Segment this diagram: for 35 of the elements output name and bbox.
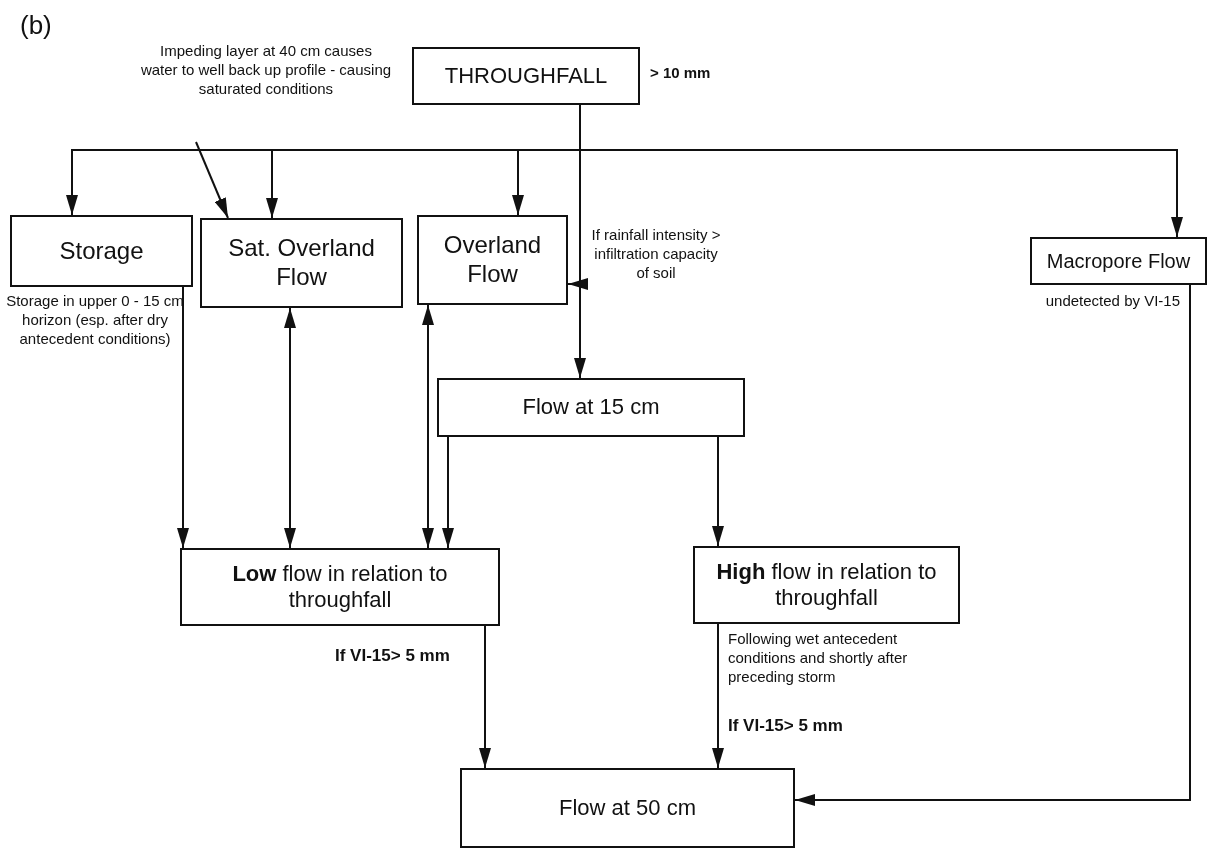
- process-box: [460, 768, 795, 848]
- process-box: [200, 218, 403, 308]
- annotation-text: undetected by VI-15: [1044, 292, 1180, 311]
- arrow: [794, 284, 1191, 806]
- arrow: [284, 307, 296, 549]
- process-box: [180, 548, 500, 626]
- annotation-text: If rainfall intensity > infiltration capacity of soil: [590, 226, 722, 283]
- box-label: Flow at 50 cm: [559, 794, 696, 822]
- process-box: [412, 47, 640, 105]
- process-box: [417, 215, 568, 305]
- leader-line: [195, 141, 229, 219]
- arrow: [712, 436, 724, 547]
- annotation-text: Impeding layer at 40 cm causes water to well back up profile - causing saturated conditions: [140, 42, 392, 99]
- box-label: High flow in relation to throughfall: [715, 558, 938, 612]
- panel-label: (b): [20, 10, 52, 41]
- arrow: [442, 436, 454, 549]
- box-label: THROUGHFALL: [444, 62, 608, 90]
- arrow: [422, 304, 434, 549]
- box-label: Macropore Flow: [1046, 249, 1191, 273]
- process-box: [10, 215, 193, 287]
- box-label: Low flow in relation to throughfall: [231, 560, 449, 614]
- annotation-text: Following wet antecedent conditions and shortly after preceding storm: [728, 630, 909, 687]
- box-label: Overland Flow: [442, 231, 543, 289]
- box-label: Storage: [59, 236, 144, 266]
- box-label: Flow at 15 cm: [522, 394, 660, 421]
- process-box: [1030, 237, 1207, 285]
- box-label: Sat. Overland Flow: [227, 234, 376, 292]
- process-box: [693, 546, 960, 624]
- arrow: [177, 286, 189, 549]
- arrow: [479, 625, 491, 769]
- annotation-text: > 10 mm: [650, 64, 712, 83]
- arrow: [574, 104, 586, 379]
- leader-line: [567, 278, 588, 290]
- process-box: [437, 378, 745, 437]
- arrow: [712, 623, 724, 769]
